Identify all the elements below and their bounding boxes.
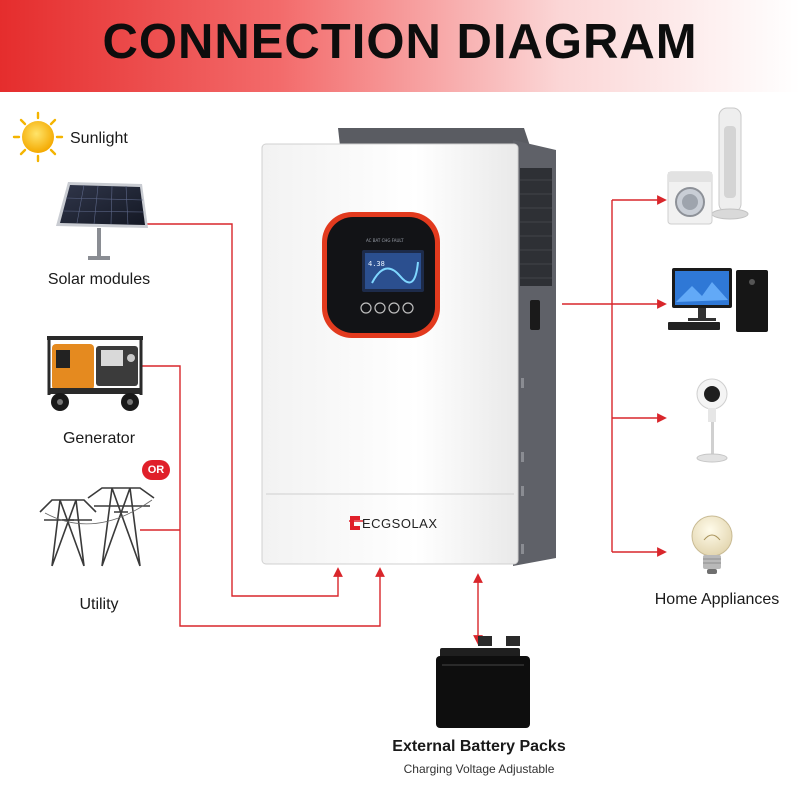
label-battery-title: External Battery Packs — [392, 738, 566, 755]
label-generator: Generator — [62, 430, 136, 447]
washing-machine-icon — [667, 171, 713, 225]
label-utility: Utility — [79, 596, 119, 613]
battery-icon — [436, 636, 530, 728]
or-badge: OR — [142, 460, 170, 480]
computer-icon — [668, 268, 768, 332]
tower-fan-icon — [711, 107, 749, 220]
label-home-appliances: Home Appliances — [654, 591, 780, 608]
generator-line — [140, 365, 385, 627]
inverter-image: AC BAT CHG FAULT 4.38 ECGSOLAX — [261, 128, 556, 566]
brand-logo-icon — [349, 516, 363, 530]
page-title: CONNECTION DIAGRAM — [102, 15, 698, 69]
title-banner: CONNECTION DIAGRAM — [0, 0, 800, 92]
svg-text:AC BAT CHG FAULT: AC BAT CHG FAULT — [366, 238, 404, 243]
screen-value: 4.38 — [368, 260, 385, 268]
power-tower-icon — [39, 487, 155, 567]
connection-lines — [140, 195, 667, 645]
label-solar-modules: Solar modules — [47, 271, 151, 288]
brand-name: ECGSOLAX — [362, 516, 438, 531]
output-bus-line — [562, 200, 613, 552]
air-circulator-icon — [696, 378, 728, 463]
generator-icon — [47, 336, 143, 411]
sun-icon — [12, 111, 64, 163]
solar-panel-icon — [56, 182, 148, 260]
light-bulb-icon — [691, 515, 733, 574]
label-sunlight: Sunlight — [70, 130, 128, 147]
solar-line — [140, 223, 343, 597]
label-battery-subtitle: Charging Voltage Adjustable — [403, 762, 555, 776]
